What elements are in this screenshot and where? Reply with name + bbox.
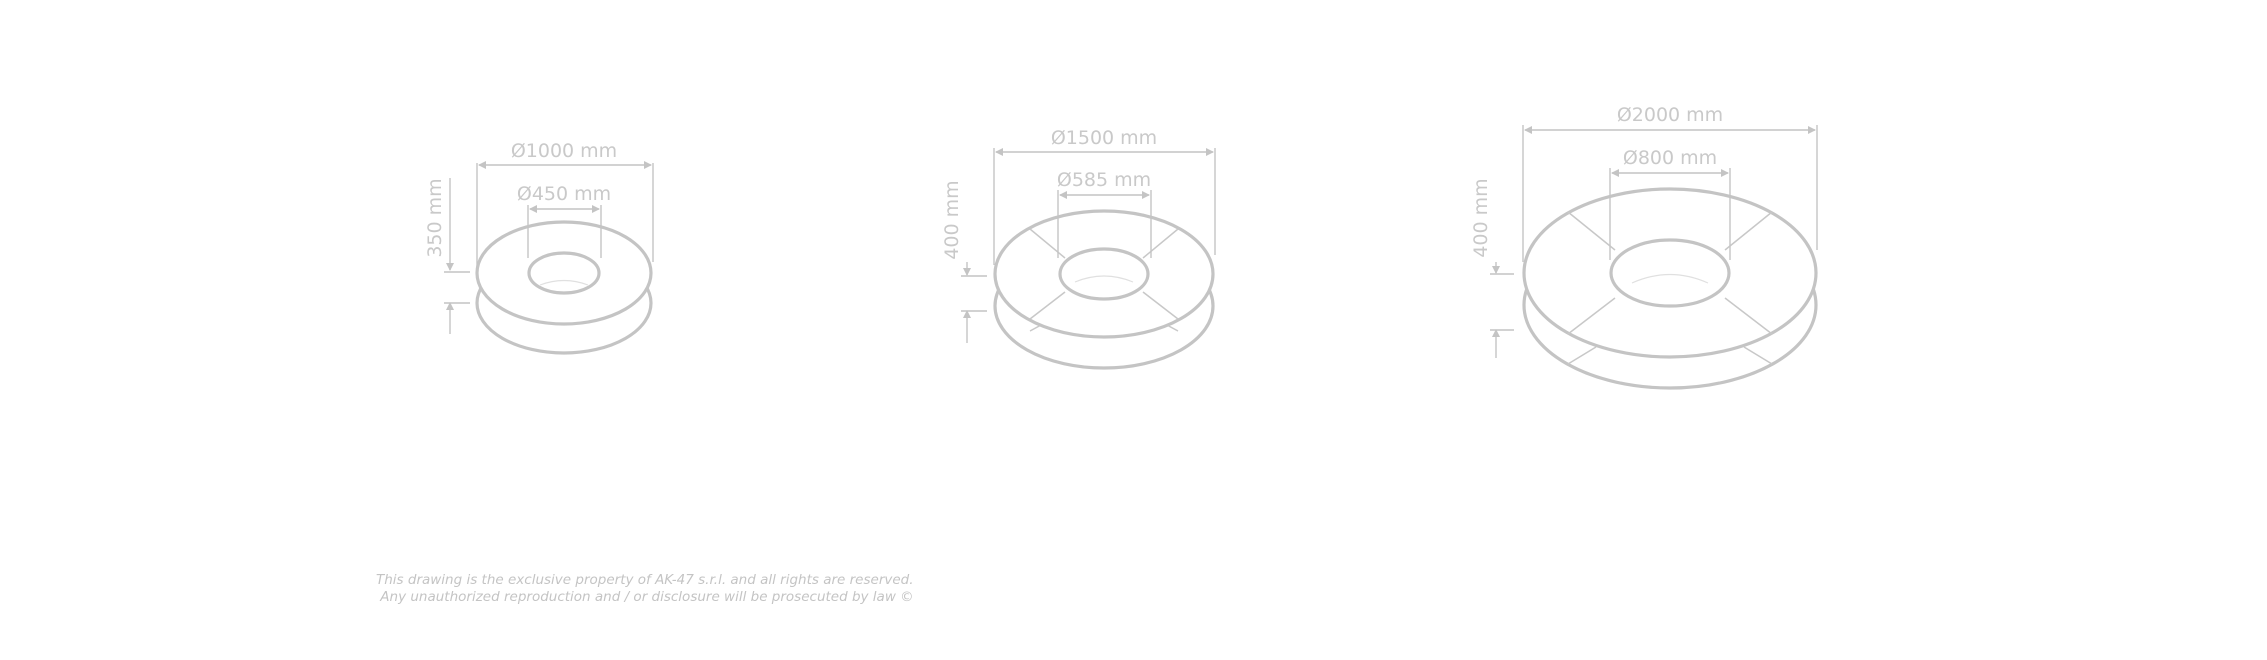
ring-model-large: Ø2000 mm Ø800 mm 400 mm xyxy=(1470,104,1818,390)
ring-model-medium: Ø1500 mm Ø585 mm 400 mm xyxy=(941,127,1216,370)
ring-inner-hole xyxy=(1058,247,1150,301)
inner-diameter-dimension: Ø800 mm xyxy=(1609,147,1731,260)
ring-inner-hole xyxy=(527,251,601,295)
height-dimension: 400 mm xyxy=(941,180,987,343)
copyright-notice-line-2: Any unauthorized reproduction and / or d… xyxy=(376,589,914,605)
ring-top-face xyxy=(993,209,1215,339)
ring-top-face xyxy=(1522,187,1818,359)
ring-inner-hole xyxy=(1609,238,1731,308)
height-dimension: 350 mm xyxy=(424,178,470,334)
height-label: 350 mm xyxy=(424,178,446,257)
outer-diameter-label: Ø1500 mm xyxy=(1051,127,1157,149)
inner-diameter-label: Ø585 mm xyxy=(1057,169,1151,191)
height-dimension: 400 mm xyxy=(1470,178,1514,358)
inner-diameter-dimension: Ø450 mm xyxy=(517,183,611,258)
outer-diameter-dimension: Ø1500 mm xyxy=(993,127,1216,265)
inner-diameter-label: Ø800 mm xyxy=(1623,147,1717,169)
ring-model-small: Ø1000 mm Ø450 mm 350 mm xyxy=(424,140,654,355)
copyright-notice-line-1: This drawing is the exclusive property o… xyxy=(376,572,914,588)
inner-diameter-dimension: Ø585 mm xyxy=(1057,169,1152,258)
inner-diameter-label: Ø450 mm xyxy=(517,183,611,205)
outer-diameter-label: Ø2000 mm xyxy=(1617,104,1723,126)
outer-diameter-label: Ø1000 mm xyxy=(511,140,617,162)
copyright-notice: This drawing is the exclusive property o… xyxy=(376,572,914,606)
height-label: 400 mm xyxy=(1470,178,1492,257)
outer-diameter-dimension: Ø1000 mm xyxy=(476,140,654,268)
height-label: 400 mm xyxy=(941,180,963,259)
outer-diameter-dimension: Ø2000 mm xyxy=(1522,104,1818,262)
ring-top-face xyxy=(475,220,653,326)
